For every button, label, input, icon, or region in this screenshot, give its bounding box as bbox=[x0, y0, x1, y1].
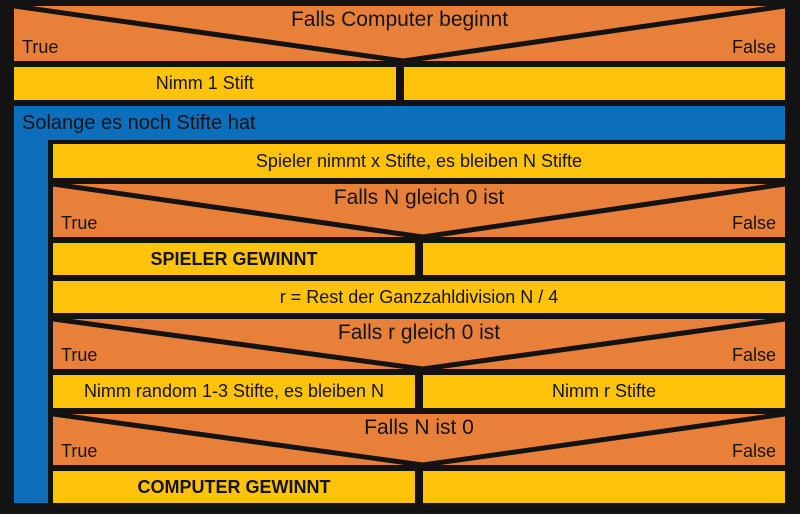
while-loop-header: Solange es noch Stifte hat bbox=[14, 106, 785, 140]
loop-header-label: Solange es noch Stifte hat bbox=[22, 111, 256, 134]
if-n-is-0-branches: COMPUTER GEWINNT bbox=[53, 471, 785, 503]
action-computer-gewinnt: COMPUTER GEWINNT bbox=[53, 471, 415, 503]
action-player-takes-pencils: Spieler nimmt x Stifte, es bleiben N Sti… bbox=[53, 144, 785, 178]
while-loop-lower: Spieler nimmt x Stifte, es bleiben N Sti… bbox=[14, 140, 785, 503]
condition-diagonal-lines-icon bbox=[14, 6, 785, 61]
empty-false-branch bbox=[423, 471, 785, 503]
true-label: True bbox=[22, 37, 59, 57]
true-label: True bbox=[61, 213, 98, 233]
while-loop-left-bar bbox=[14, 140, 48, 503]
if-r-equals-0-branches: Nimm random 1-3 Stifte, es bleiben N Nim… bbox=[53, 375, 785, 408]
action-take-random-pencils: Nimm random 1-3 Stifte, es bleiben N bbox=[53, 375, 415, 408]
action-take-r-pencils: Nimm r Stifte bbox=[423, 375, 785, 408]
action-label: r = Rest der Ganzzahldivision N / 4 bbox=[279, 286, 559, 307]
if-computer-begins-branches: Nimm 1 Stift bbox=[14, 67, 785, 100]
condition-diagonal-lines-icon bbox=[53, 184, 785, 237]
if-n-equals-0-branches: SPIELER GEWINNT bbox=[53, 243, 785, 275]
action-spieler-gewinnt: SPIELER GEWINNT bbox=[53, 243, 415, 275]
while-loop: Solange es noch Stifte hat Spieler nimmt… bbox=[14, 106, 785, 503]
action-label: Nimm random 1-3 Stifte, es bleiben N bbox=[83, 381, 385, 401]
empty-false-branch bbox=[423, 243, 785, 275]
condition-label: Falls N gleich 0 ist bbox=[333, 186, 505, 209]
true-label: True bbox=[61, 441, 98, 461]
condition-diagonal-lines-icon bbox=[53, 319, 785, 369]
while-loop-body: Spieler nimmt x Stifte, es bleiben N Sti… bbox=[48, 140, 785, 503]
action-label: Nimm r Stifte bbox=[551, 381, 656, 401]
if-n-equals-0-condition: Falls N gleich 0 ist True False bbox=[53, 184, 785, 237]
structogram-content: Falls Computer beginnt True False Nimm 1… bbox=[14, 6, 785, 503]
false-label: False bbox=[731, 37, 776, 57]
action-label: Spieler nimmt x Stifte, es bleiben N Sti… bbox=[255, 150, 583, 171]
true-label: True bbox=[61, 345, 98, 365]
condition-diagonal-lines-icon bbox=[53, 414, 785, 465]
if-n-is-0-condition: Falls N ist 0 True False bbox=[53, 414, 785, 465]
action-take-1-pencil: Nimm 1 Stift bbox=[14, 67, 396, 100]
action-compute-remainder: r = Rest der Ganzzahldivision N / 4 bbox=[53, 281, 785, 313]
empty-false-branch bbox=[403, 67, 785, 100]
false-label: False bbox=[731, 441, 776, 461]
condition-label: Falls r gleich 0 ist bbox=[337, 321, 501, 344]
if-r-equals-0-condition: Falls r gleich 0 ist True False bbox=[53, 319, 785, 369]
if-computer-begins-condition: Falls Computer beginnt True False bbox=[14, 6, 785, 61]
action-label: COMPUTER GEWINNT bbox=[137, 476, 331, 497]
condition-label: Falls N ist 0 bbox=[364, 416, 474, 439]
action-label: SPIELER GEWINNT bbox=[150, 248, 318, 269]
false-label: False bbox=[731, 345, 776, 365]
condition-label: Falls Computer beginnt bbox=[290, 8, 509, 31]
action-label: Nimm 1 Stift bbox=[155, 73, 254, 93]
false-label: False bbox=[731, 213, 776, 233]
